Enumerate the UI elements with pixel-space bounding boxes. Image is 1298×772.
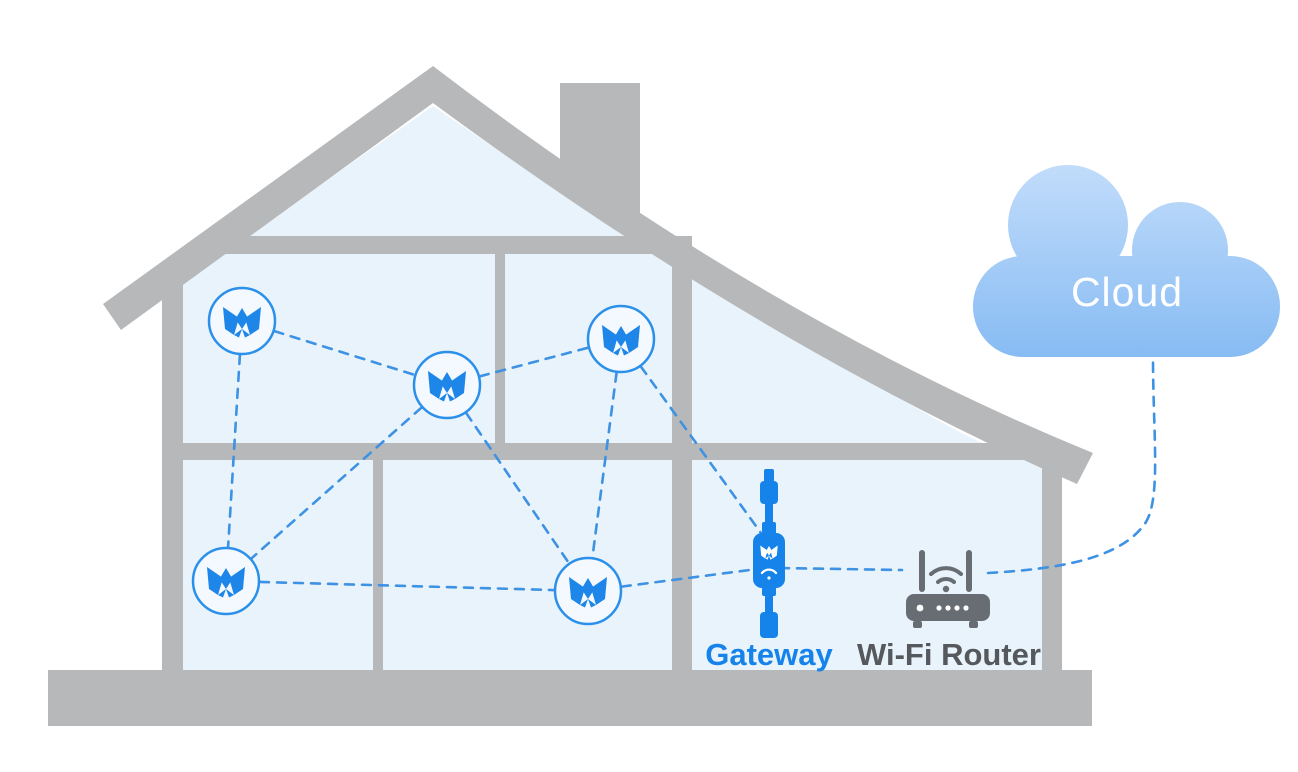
gateway-device (753, 469, 785, 638)
mid-floor (162, 443, 1062, 460)
ground (48, 670, 1092, 726)
ground-interior-wall (373, 460, 383, 672)
mesh-node-5 (553, 556, 623, 626)
mesh-node-1 (207, 286, 277, 356)
router-wifi-waves (929, 566, 963, 584)
link-gateway-router (778, 566, 904, 572)
link-node2-node5 (445, 383, 590, 593)
link-node1-node4 (224, 319, 244, 583)
router-foot-right (969, 621, 978, 628)
chimney (560, 83, 640, 215)
attic-right-room (692, 252, 982, 443)
upper-interior-wall (495, 254, 505, 443)
cloud-body (973, 256, 1280, 357)
mesh-links (224, 319, 1157, 593)
attic-floor (220, 236, 692, 254)
roof (103, 66, 1093, 484)
left-wall (162, 268, 183, 672)
house-structure (48, 66, 1093, 726)
link-node2-node3 (445, 337, 623, 387)
link-node5-gateway (586, 566, 767, 593)
mesh-node-4 (191, 546, 261, 616)
link-node3-gateway (619, 337, 768, 542)
link-node2-node4 (224, 383, 449, 583)
gateway-body (753, 533, 785, 588)
router-antenna-right (966, 550, 972, 592)
gateway-wifi-icon (760, 568, 778, 580)
mesh-node-3 (586, 304, 656, 374)
gateway-label: Gateway (705, 637, 833, 672)
mesh-nodes (191, 286, 656, 626)
wifi-router-label: Wi-Fi Router (857, 637, 1041, 672)
ground-middle-room (383, 460, 672, 672)
mesh-node-2 (412, 350, 482, 420)
router-foot-left (913, 621, 922, 628)
attic-room (222, 106, 650, 254)
link-node3-node5 (586, 337, 623, 593)
link-node4-node5 (224, 579, 590, 593)
ground-right-room (692, 460, 1042, 672)
link-router-cloud (986, 356, 1157, 575)
wifi-router-icon (906, 550, 990, 628)
link-node1-node2 (240, 319, 449, 387)
house-rooms (183, 106, 1042, 672)
cloud-puff-left (1008, 165, 1128, 285)
right-wall (1042, 453, 1062, 672)
cloud-label: Cloud (1071, 269, 1183, 315)
router-antenna-left (919, 550, 925, 592)
cloud-shape (973, 165, 1280, 357)
